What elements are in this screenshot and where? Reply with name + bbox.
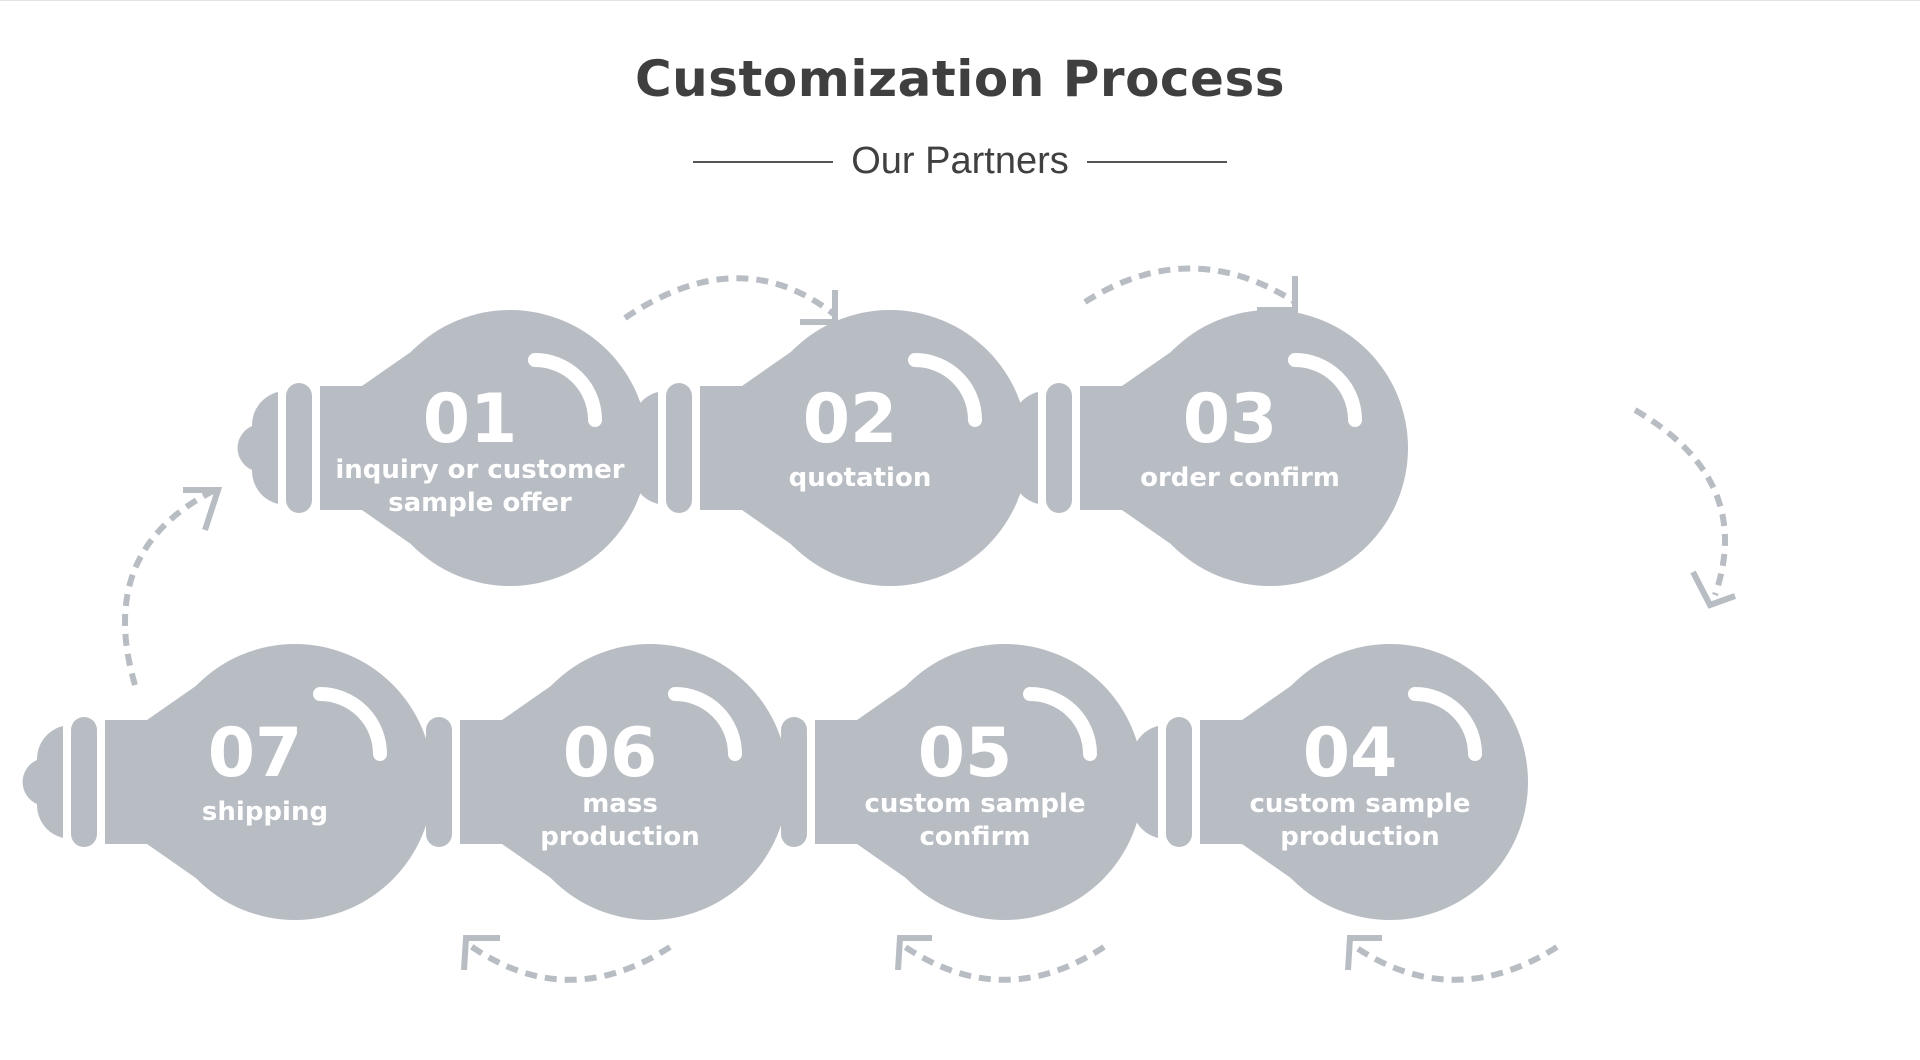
- step-label: sample offer: [388, 488, 572, 518]
- dashed-arrow-curve: [896, 939, 1106, 983]
- arrow-06-07: [461, 935, 672, 983]
- arrow-04-05: [1345, 935, 1559, 983]
- arrow-01-02: [623, 275, 838, 325]
- arrow-03-04: [1633, 407, 1737, 609]
- dashed-arrow-curve: [1346, 939, 1559, 983]
- arrowhead-icon: [800, 290, 838, 325]
- step-label: custom sample: [864, 789, 1085, 819]
- bulb-highlight-arc: [668, 687, 742, 761]
- arrow-02-03: [1083, 265, 1298, 313]
- arrowhead-icon: [461, 935, 500, 971]
- dashed-arrow-curve: [623, 275, 837, 321]
- subtitle-row: Our Partners: [0, 140, 1920, 183]
- arrowhead-icon: [895, 935, 932, 971]
- step-label: order confirm: [1140, 463, 1340, 493]
- bulb-highlight-arc: [1408, 687, 1482, 761]
- step-number: 03: [1183, 380, 1278, 459]
- dashed-arrow-curve: [122, 487, 217, 686]
- step-label: mass: [582, 789, 658, 819]
- bulb-highlight-arc: [313, 687, 387, 761]
- subtitle-right-rule: [1086, 160, 1227, 163]
- bulb-highlight-arc: [908, 353, 982, 427]
- arrow-07-01: [122, 487, 223, 686]
- subtitle-left-rule: [693, 160, 834, 163]
- page-subtitle: Our Partners: [851, 140, 1069, 182]
- bulb-highlight-arc: [528, 353, 602, 427]
- arrowhead-icon: [1345, 935, 1382, 971]
- arrowhead-icon: [1257, 276, 1298, 313]
- step-number: 04: [1303, 714, 1398, 793]
- top-divider: [0, 0, 1920, 1]
- step-label: quotation: [789, 463, 932, 493]
- flow-arrows: [122, 265, 1737, 983]
- step-02: 02 quotation: [617, 310, 1028, 586]
- dashed-arrow-curve: [1633, 407, 1728, 596]
- step-label: confirm: [920, 822, 1031, 852]
- arrowhead-icon: [183, 487, 223, 531]
- step-number: 01: [423, 380, 518, 459]
- bulb-highlight-arc: [1288, 353, 1362, 427]
- step-label: shipping: [202, 797, 328, 827]
- arrowhead-icon: [1690, 570, 1737, 609]
- step-number: 05: [918, 714, 1013, 793]
- step-label: production: [1280, 822, 1440, 852]
- dashed-arrow-curve: [463, 939, 672, 983]
- step-number: 02: [803, 380, 898, 459]
- step-label: production: [540, 822, 700, 852]
- page-title: Customization Process: [634, 50, 1285, 108]
- dashed-arrow-curve: [1083, 265, 1297, 305]
- step-label: inquiry or customer: [335, 455, 624, 485]
- step-label: custom sample: [1249, 789, 1470, 819]
- step-number: 06: [563, 714, 658, 793]
- bulb-highlight-arc: [1023, 687, 1097, 761]
- step-number: 07: [208, 714, 303, 793]
- step-03: 03 order confirm: [997, 310, 1408, 586]
- arrow-05-06: [895, 935, 1106, 983]
- step-07: 07 shipping: [22, 644, 433, 920]
